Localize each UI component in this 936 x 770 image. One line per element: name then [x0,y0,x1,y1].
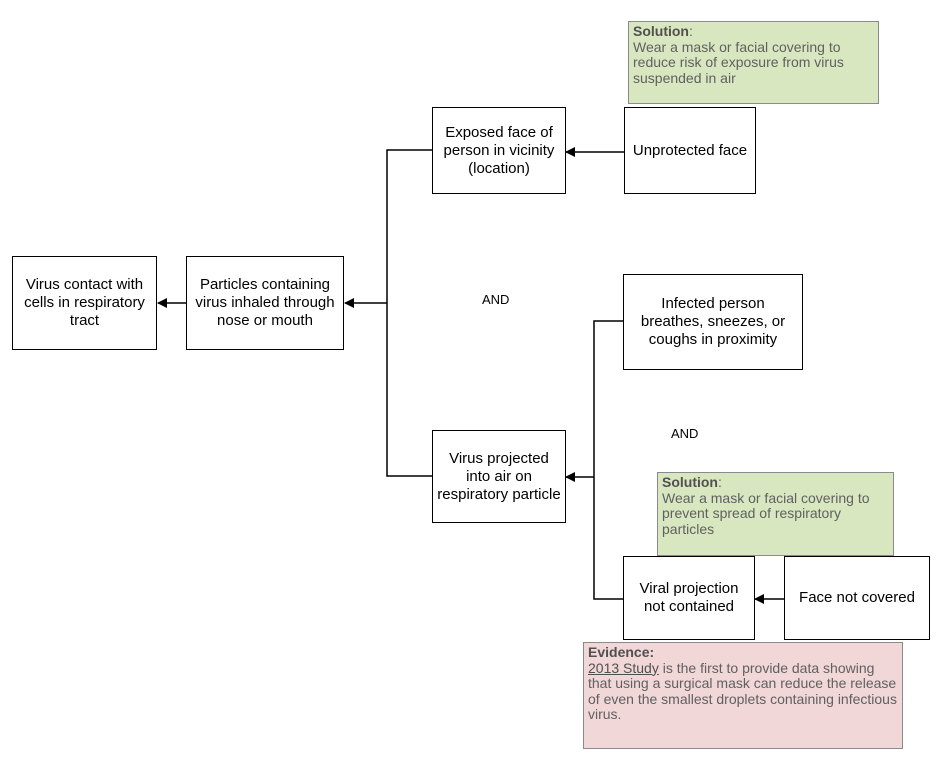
node-viral-projection: Viral projection not contained [623,556,755,640]
node-face-not-covered-label: Face not covered [799,589,915,606]
node-exposed-face-label: Exposed face of person in vicinity (loca… [443,123,555,177]
node-virus-projected-label: Virus projected into air on respiratory … [437,449,561,503]
edge-upper-branch [386,149,432,477]
node-virus-contact-label: Virus contact with cells in respiratory … [24,276,145,329]
solution-note-lower-colon: : [718,474,722,490]
node-unprotected-face-label: Unprotected face [632,141,748,159]
and-gate-lower: AND [671,426,699,441]
evidence-study-link[interactable]: 2013 Study [588,659,659,676]
node-exposed-face: Exposed face of person in vicinity (loca… [432,107,566,194]
node-virus-contact: Virus contact with cells in respiratory … [12,256,157,350]
node-infected-person-label: Infected person breathes, sneezes, or co… [640,295,786,348]
solution-note-upper: Solution: Wear a mask or facial covering… [628,21,879,104]
evidence-note-body: is the first to provide data showing tha… [588,659,897,722]
node-viral-projection-label: Viral projection not contained [639,580,739,615]
solution-note-upper-body: Wear a mask or facial covering to reduce… [633,38,844,86]
node-infected-person: Infected person breathes, sneezes, or co… [623,274,803,370]
solution-note-lower-heading: Solution [662,474,718,490]
node-virus-projected: Virus projected into air on respiratory … [432,430,566,523]
solution-note-upper-heading: Solution [633,23,689,39]
node-particles-inhaled: Particles containing virus inhaled throu… [186,256,344,350]
node-particles-inhaled-label: Particles containing virus inhaled throu… [195,276,335,329]
solution-note-lower: Solution: Wear a mask or facial covering… [657,472,894,556]
and-gate-upper: AND [482,292,510,307]
node-unprotected-face: Unprotected face [624,107,756,194]
evidence-note-heading: Evidence: [588,644,655,660]
solution-note-lower-body: Wear a mask or facial covering to preven… [662,489,870,537]
solution-note-upper-colon: : [689,23,693,39]
node-face-not-covered: Face not covered [784,556,930,640]
edge-lower-branch [593,320,623,600]
evidence-note: Evidence: 2013 Study is the first to pro… [583,642,903,749]
